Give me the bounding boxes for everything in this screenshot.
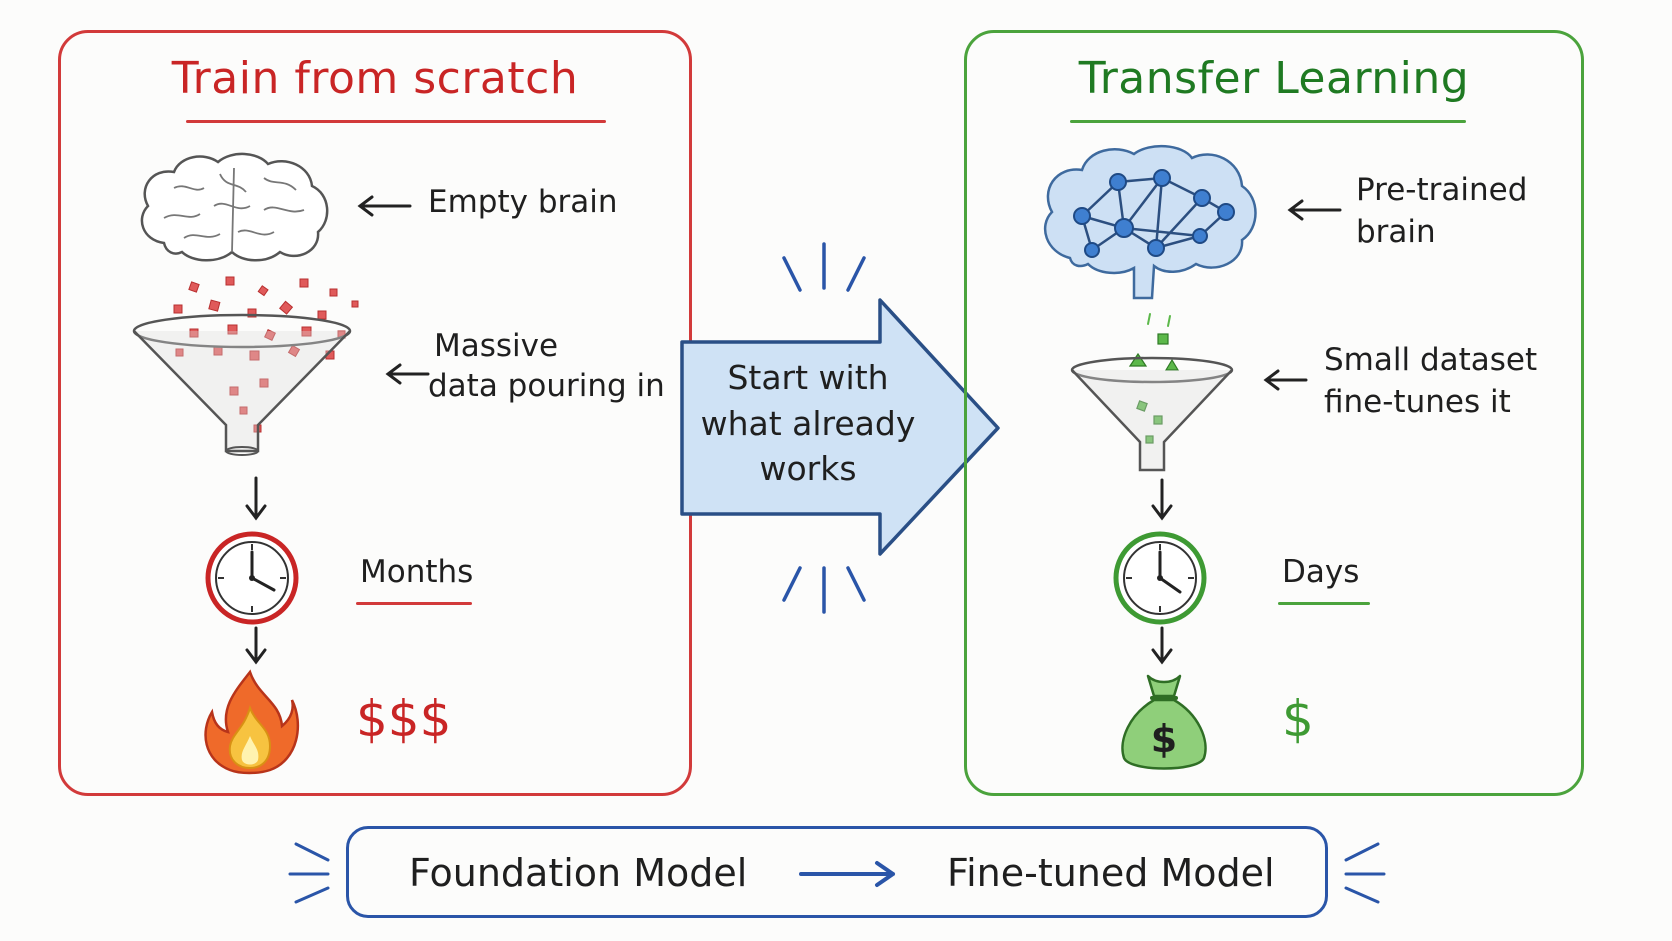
center-line-2: what already — [700, 403, 916, 443]
arrow-right-icon — [799, 861, 895, 887]
days-underline — [1278, 602, 1370, 605]
model-flow-box: Foundation Model Fine-tuned Model — [346, 826, 1328, 918]
svg-text:$: $ — [1151, 717, 1177, 761]
big-arrow-icon — [680, 298, 1000, 556]
money-bag-icon: $ — [1121, 674, 1207, 770]
center-line-3: works — [759, 449, 857, 489]
months-label: Months — [360, 554, 474, 590]
small-dataset-label-2: fine-tunes it — [1324, 384, 1511, 420]
days-label: Days — [1282, 554, 1360, 590]
right-panel-title: Transfer Learning — [1078, 53, 1470, 104]
arrow-left-icon — [1263, 369, 1308, 391]
arrow-left-icon — [1287, 199, 1342, 221]
foundation-model-label: Foundation Model — [409, 851, 748, 895]
emphasis-marks-top — [782, 242, 866, 292]
pretrained-brain-label-1: Pre-trained — [1356, 172, 1528, 208]
empty-brain-label: Empty brain — [428, 184, 618, 220]
funnel-icon — [132, 276, 359, 456]
right-title-underline — [1070, 120, 1466, 123]
center-line-1: Start with — [727, 358, 889, 397]
emphasis-marks-bottom — [782, 566, 866, 614]
massive-data-label-1: Massive — [434, 328, 559, 364]
massive-data-label-2: data pouring in — [428, 368, 665, 404]
transfer-learning-panel: Transfer Learning — [964, 30, 1584, 796]
pretrained-brain-label-2: brain — [1356, 214, 1436, 250]
center-message: Start with what already works — [694, 355, 922, 492]
clock-icon — [1113, 531, 1207, 625]
arrow-down-icon — [245, 626, 267, 665]
right-cost-label: $ — [1282, 690, 1314, 748]
emphasis-marks-left — [288, 842, 330, 904]
arrow-down-icon — [1151, 626, 1173, 665]
left-title-underline — [186, 120, 606, 123]
arrow-down-icon — [1151, 478, 1173, 521]
left-cost-label: $$$ — [356, 690, 452, 748]
clock-icon — [205, 531, 299, 625]
network-brain-icon — [1043, 144, 1257, 300]
left-panel-title: Train from scratch — [171, 53, 579, 104]
months-underline — [356, 602, 472, 605]
fine-tuned-model-label: Fine-tuned Model — [947, 851, 1275, 895]
brain-icon — [140, 152, 329, 262]
funnel-icon — [1070, 313, 1234, 472]
small-dataset-label-1: Small dataset — [1324, 342, 1538, 378]
emphasis-marks-right — [1344, 842, 1386, 904]
arrow-down-icon — [245, 476, 267, 521]
arrow-left-icon — [357, 195, 412, 217]
fire-icon — [204, 669, 300, 775]
arrow-left-icon — [385, 363, 430, 385]
